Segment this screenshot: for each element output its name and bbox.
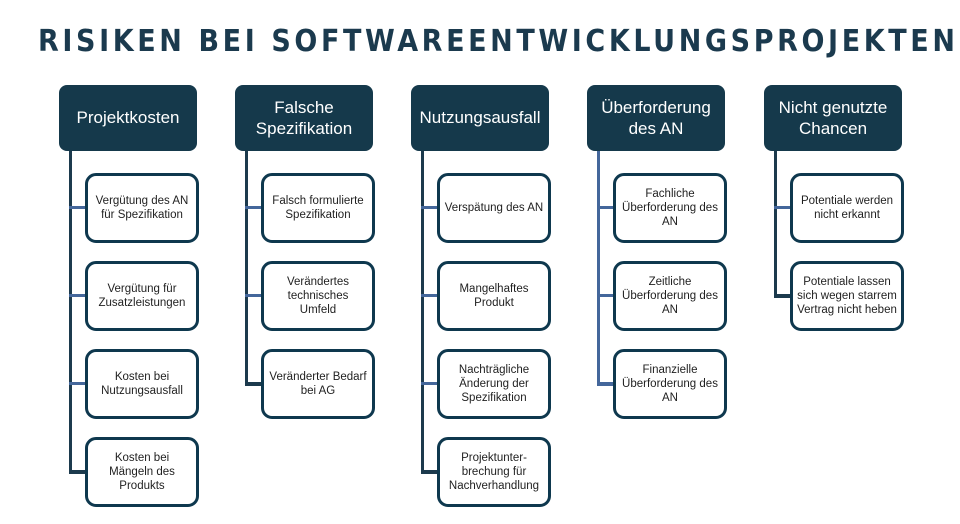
connector-branch [69, 382, 87, 385]
connector-stem [421, 151, 424, 473]
risk-item: Mangelhaftes Produkt [437, 261, 551, 331]
risk-item: Verspätung des AN [437, 173, 551, 243]
risk-column-nutzungsausfall: Nutzungsausfall Verspätung des AN Mangel… [411, 85, 551, 515]
category-header: Projektkosten [59, 85, 197, 151]
connector-branch [421, 206, 439, 209]
risk-item: Potentiale werden nicht erkannt [790, 173, 904, 243]
connector-branch [774, 206, 792, 209]
connector-branch [245, 294, 263, 297]
connector-branch [774, 294, 792, 298]
connector-branch [421, 470, 439, 474]
connector-stem [774, 151, 777, 297]
category-header: Überforderung des AN [587, 85, 725, 151]
risk-item: Veränderter Bedarf bei AG [261, 349, 375, 419]
risk-column-nicht-genutzte-chancen: Nicht genutzte Chancen Potentiale werden… [764, 85, 904, 515]
connector-branch [597, 206, 615, 209]
risk-item: Kosten bei Mängeln des Produkts [85, 437, 199, 507]
category-header: Nutzungsausfall [411, 85, 549, 151]
connector-branch [421, 294, 439, 297]
risk-item: Zeitliche Überforderung des AN [613, 261, 727, 331]
connector-branch [69, 294, 87, 297]
risk-column-projektkosten: Projektkosten Vergütung des AN für Spezi… [59, 85, 199, 515]
connector-branch [597, 294, 615, 297]
connector-branch [597, 382, 615, 386]
risk-item: Fachliche Überforderung des AN [613, 173, 727, 243]
connector-branch [245, 382, 263, 386]
connector-branch [245, 206, 263, 209]
page-title: RISIKEN BEI SOFTWAREENTWICKLUNGSPROJEKTE… [38, 24, 959, 59]
risk-item: Verändertes technisches Umfeld [261, 261, 375, 331]
category-header: Falsche Spezifikation [235, 85, 373, 151]
connector-stem [245, 151, 248, 385]
risk-column-falsche-spezifikation: Falsche Spezifikation Falsch formulierte… [235, 85, 375, 515]
category-header: Nicht genutzte Chancen [764, 85, 902, 151]
risk-column-ueberforderung: Überforderung des AN Fachliche Überforde… [587, 85, 727, 515]
connector-branch [69, 206, 87, 209]
risk-item: Finanzielle Überforderung des AN [613, 349, 727, 419]
connector-stem [69, 151, 72, 473]
risk-item: Projektunter-brechung für Nachverhandlun… [437, 437, 551, 507]
connector-branch [69, 470, 87, 474]
connector-branch [421, 382, 439, 385]
risk-item: Vergütung für Zusatzleistungen [85, 261, 199, 331]
risk-item: Falsch formulierte Spezifikation [261, 173, 375, 243]
risk-item: Vergütung des AN für Spezifikation [85, 173, 199, 243]
risk-item: Kosten bei Nutzungsausfall [85, 349, 199, 419]
risk-item: Nachträgliche Änderung der Spezifikation [437, 349, 551, 419]
connector-stem [597, 151, 600, 385]
risk-item: Potentiale lassen sich wegen starrem Ver… [790, 261, 904, 331]
